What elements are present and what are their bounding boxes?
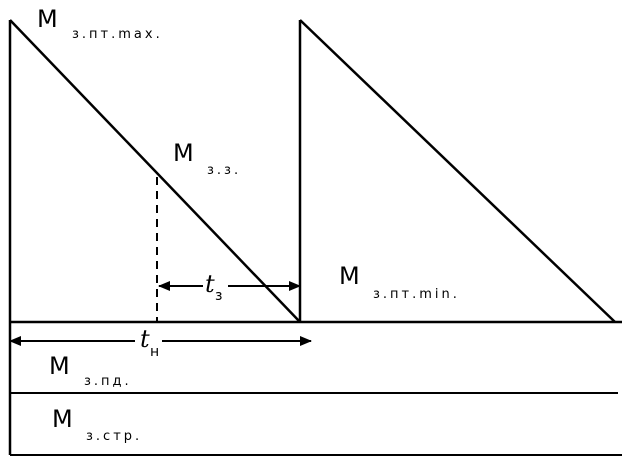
label-m-zstr: M з.стр. [52,405,142,444]
label-m-zpt-min-main: M [339,262,360,290]
label-t-z: t з [205,270,222,304]
first-ramp-line [9,19,301,323]
label-m-zz-main: M [173,139,194,167]
label-m-zpd-sub: з.пд. [84,374,132,389]
label-t-z-sub: з [215,288,222,304]
label-m-zpt-max-main: M [37,5,58,33]
label-m-zpt-min: M з.пт.min. [339,262,460,302]
label-m-zpt-min-sub: з.пт.min. [373,287,460,302]
label-t-z-main: t [205,270,215,298]
label-m-zz-sub: з.з. [207,163,241,178]
label-m-zpt-max-sub: з.пт.max. [72,27,163,42]
label-m-zstr-sub: з.стр. [86,429,142,444]
label-t-n-sub: н [150,344,159,360]
second-ramp-line [299,19,616,323]
label-m-zz: M з.з. [173,139,241,178]
label-m-zpt-max: M з.пт.max. [37,5,163,42]
label-t-n: t н [140,325,159,360]
label-t-n-main: t [140,325,150,353]
label-m-zstr-main: M [52,405,73,433]
label-m-zpd: M з.пд. [49,352,132,389]
label-m-zpd-main: M [49,352,70,380]
